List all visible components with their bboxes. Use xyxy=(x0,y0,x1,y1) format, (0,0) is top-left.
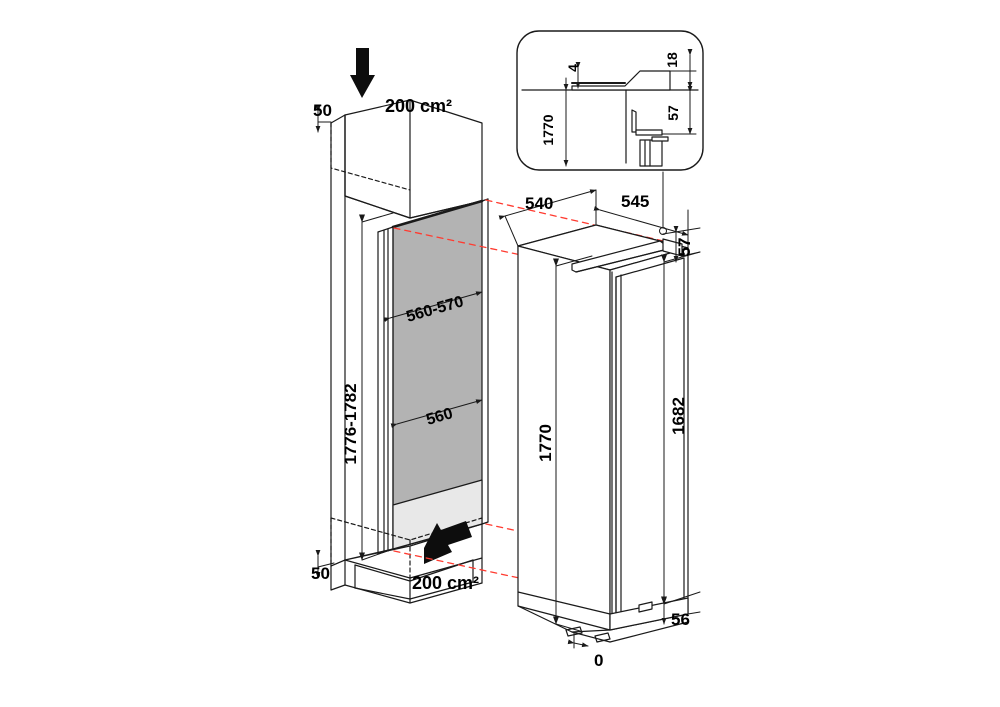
niche-reveal-top-cap xyxy=(377,226,394,233)
top-box-lower-left-edge xyxy=(344,195,411,219)
dim-545-line xyxy=(593,206,689,236)
dim-1770-ext-top xyxy=(555,255,593,267)
label-56: 56 xyxy=(671,610,690,629)
top-box-outline xyxy=(344,99,483,219)
niche-right-reveal-bottom xyxy=(481,521,489,525)
fridge-left-side xyxy=(517,245,611,631)
label-1682: 1682 xyxy=(669,397,688,435)
label-0: 0 xyxy=(594,651,603,670)
inset-leader-anchor xyxy=(659,227,667,235)
plinth-top-edges xyxy=(344,523,483,579)
door-rail-lower-edge xyxy=(575,249,665,273)
dim-1682-ext-top xyxy=(663,251,701,263)
inset-rounded-frame xyxy=(516,30,704,171)
fridge-plinth-side-edge xyxy=(517,591,611,615)
label-540: 540 xyxy=(525,194,553,213)
dim-1776-ext-top xyxy=(361,212,394,223)
dimension-text-layer: 50 200 cm² 560-570 560 1776-1782 50 200 … xyxy=(311,52,694,670)
dim-50-bottom-ext xyxy=(317,562,335,568)
label-inset-57: 57 xyxy=(665,105,681,121)
dim-1770-ext-bottom xyxy=(555,623,581,632)
niche-lintel-edge xyxy=(391,199,484,229)
niche-left-top-cap xyxy=(330,114,346,124)
airflow-arrows xyxy=(350,48,472,564)
label-inset-18: 18 xyxy=(664,52,680,68)
dim-560-570-line xyxy=(383,291,483,322)
niche-right-reveal-top xyxy=(481,198,489,202)
dim-56-ext xyxy=(687,611,701,615)
refrigerator-group xyxy=(517,224,689,643)
plinth-rail-top xyxy=(354,559,474,582)
floor-line-front xyxy=(571,631,611,643)
plinth-left-cap xyxy=(330,565,346,591)
label-inset-4: 4 xyxy=(565,64,581,72)
inset-appliance-body xyxy=(639,139,663,167)
plinth-bottom-edges xyxy=(344,582,483,604)
airflow-arrow-up xyxy=(350,48,375,98)
top-box-hidden-back xyxy=(330,122,411,191)
label-1776-1782: 1776-1782 xyxy=(341,383,360,464)
dim-1776-ext-bottom xyxy=(361,548,394,561)
plinth-rail-bottom xyxy=(354,581,474,600)
dim-540-ext-left xyxy=(504,215,519,247)
inset-body-cap xyxy=(651,136,669,142)
label-50-bottom: 50 xyxy=(311,564,330,583)
inset-hinge-bracket xyxy=(631,109,637,133)
airflow-arrow-down xyxy=(424,521,472,564)
label-545: 545 xyxy=(621,192,649,211)
floor-line-right xyxy=(609,621,689,643)
label-560: 560 xyxy=(424,405,454,429)
inset-detail-box xyxy=(516,30,704,171)
label-57-right: 57 xyxy=(675,238,694,257)
label-50-top: 50 xyxy=(313,101,332,120)
inset-hinge-arm xyxy=(635,129,663,136)
label-inset-1770: 1770 xyxy=(540,114,556,145)
fridge-dimensions xyxy=(498,171,701,649)
label-200-bottom: 200 cm² xyxy=(412,573,479,593)
dim-560-line xyxy=(390,399,483,428)
dim-57-ext-top xyxy=(662,227,701,235)
foot-right xyxy=(638,601,653,613)
cabinet-niche-group xyxy=(330,99,489,604)
foot-center-front xyxy=(594,632,611,643)
label-1770: 1770 xyxy=(536,424,555,462)
dim-0-line xyxy=(567,639,589,648)
fridge-door-panel xyxy=(615,257,685,625)
label-200-top: 200 cm² xyxy=(385,96,452,116)
dim-540-line xyxy=(498,189,597,220)
cabinet-dimensions xyxy=(315,106,483,579)
dim-1682-ext-bottom xyxy=(663,591,701,605)
